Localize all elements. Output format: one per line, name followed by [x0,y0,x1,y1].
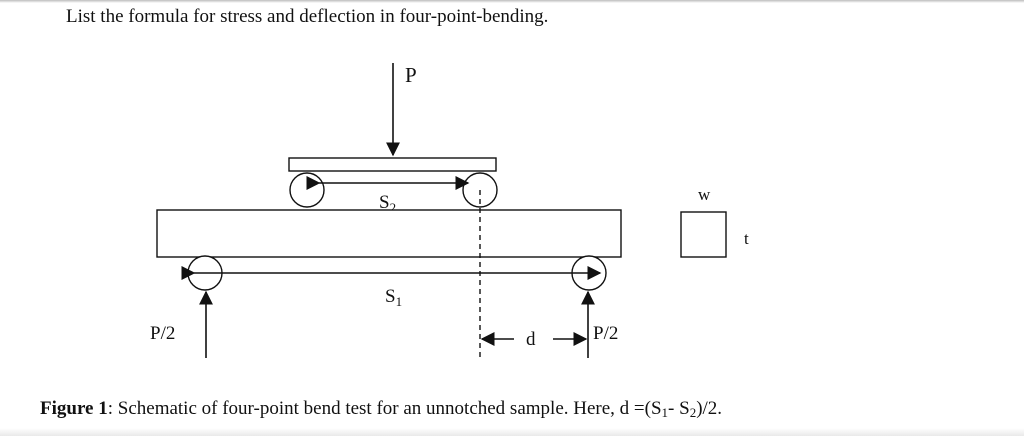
distance-d-label: d [526,329,536,350]
inner-roller-left [289,172,325,208]
inner-span-label: S2 [379,192,396,215]
question-text: List the formula for stress and deflecti… [66,6,549,27]
loading-plate [288,157,497,172]
width-label: w [698,185,711,204]
reaction-left-label: P/2 [150,323,175,344]
reaction-right-label: P/2 [593,323,618,344]
load-label: P [405,63,417,87]
thickness-label: t [744,229,749,248]
bottom-edge-shadow [0,428,1024,436]
cross-section-square [680,211,727,258]
outer-span-label: S1 [385,286,402,309]
figure-caption: Figure 1: Schematic of four-point bend t… [40,398,722,420]
beam-specimen [156,209,622,258]
cropped-top-edge [0,0,1024,3]
